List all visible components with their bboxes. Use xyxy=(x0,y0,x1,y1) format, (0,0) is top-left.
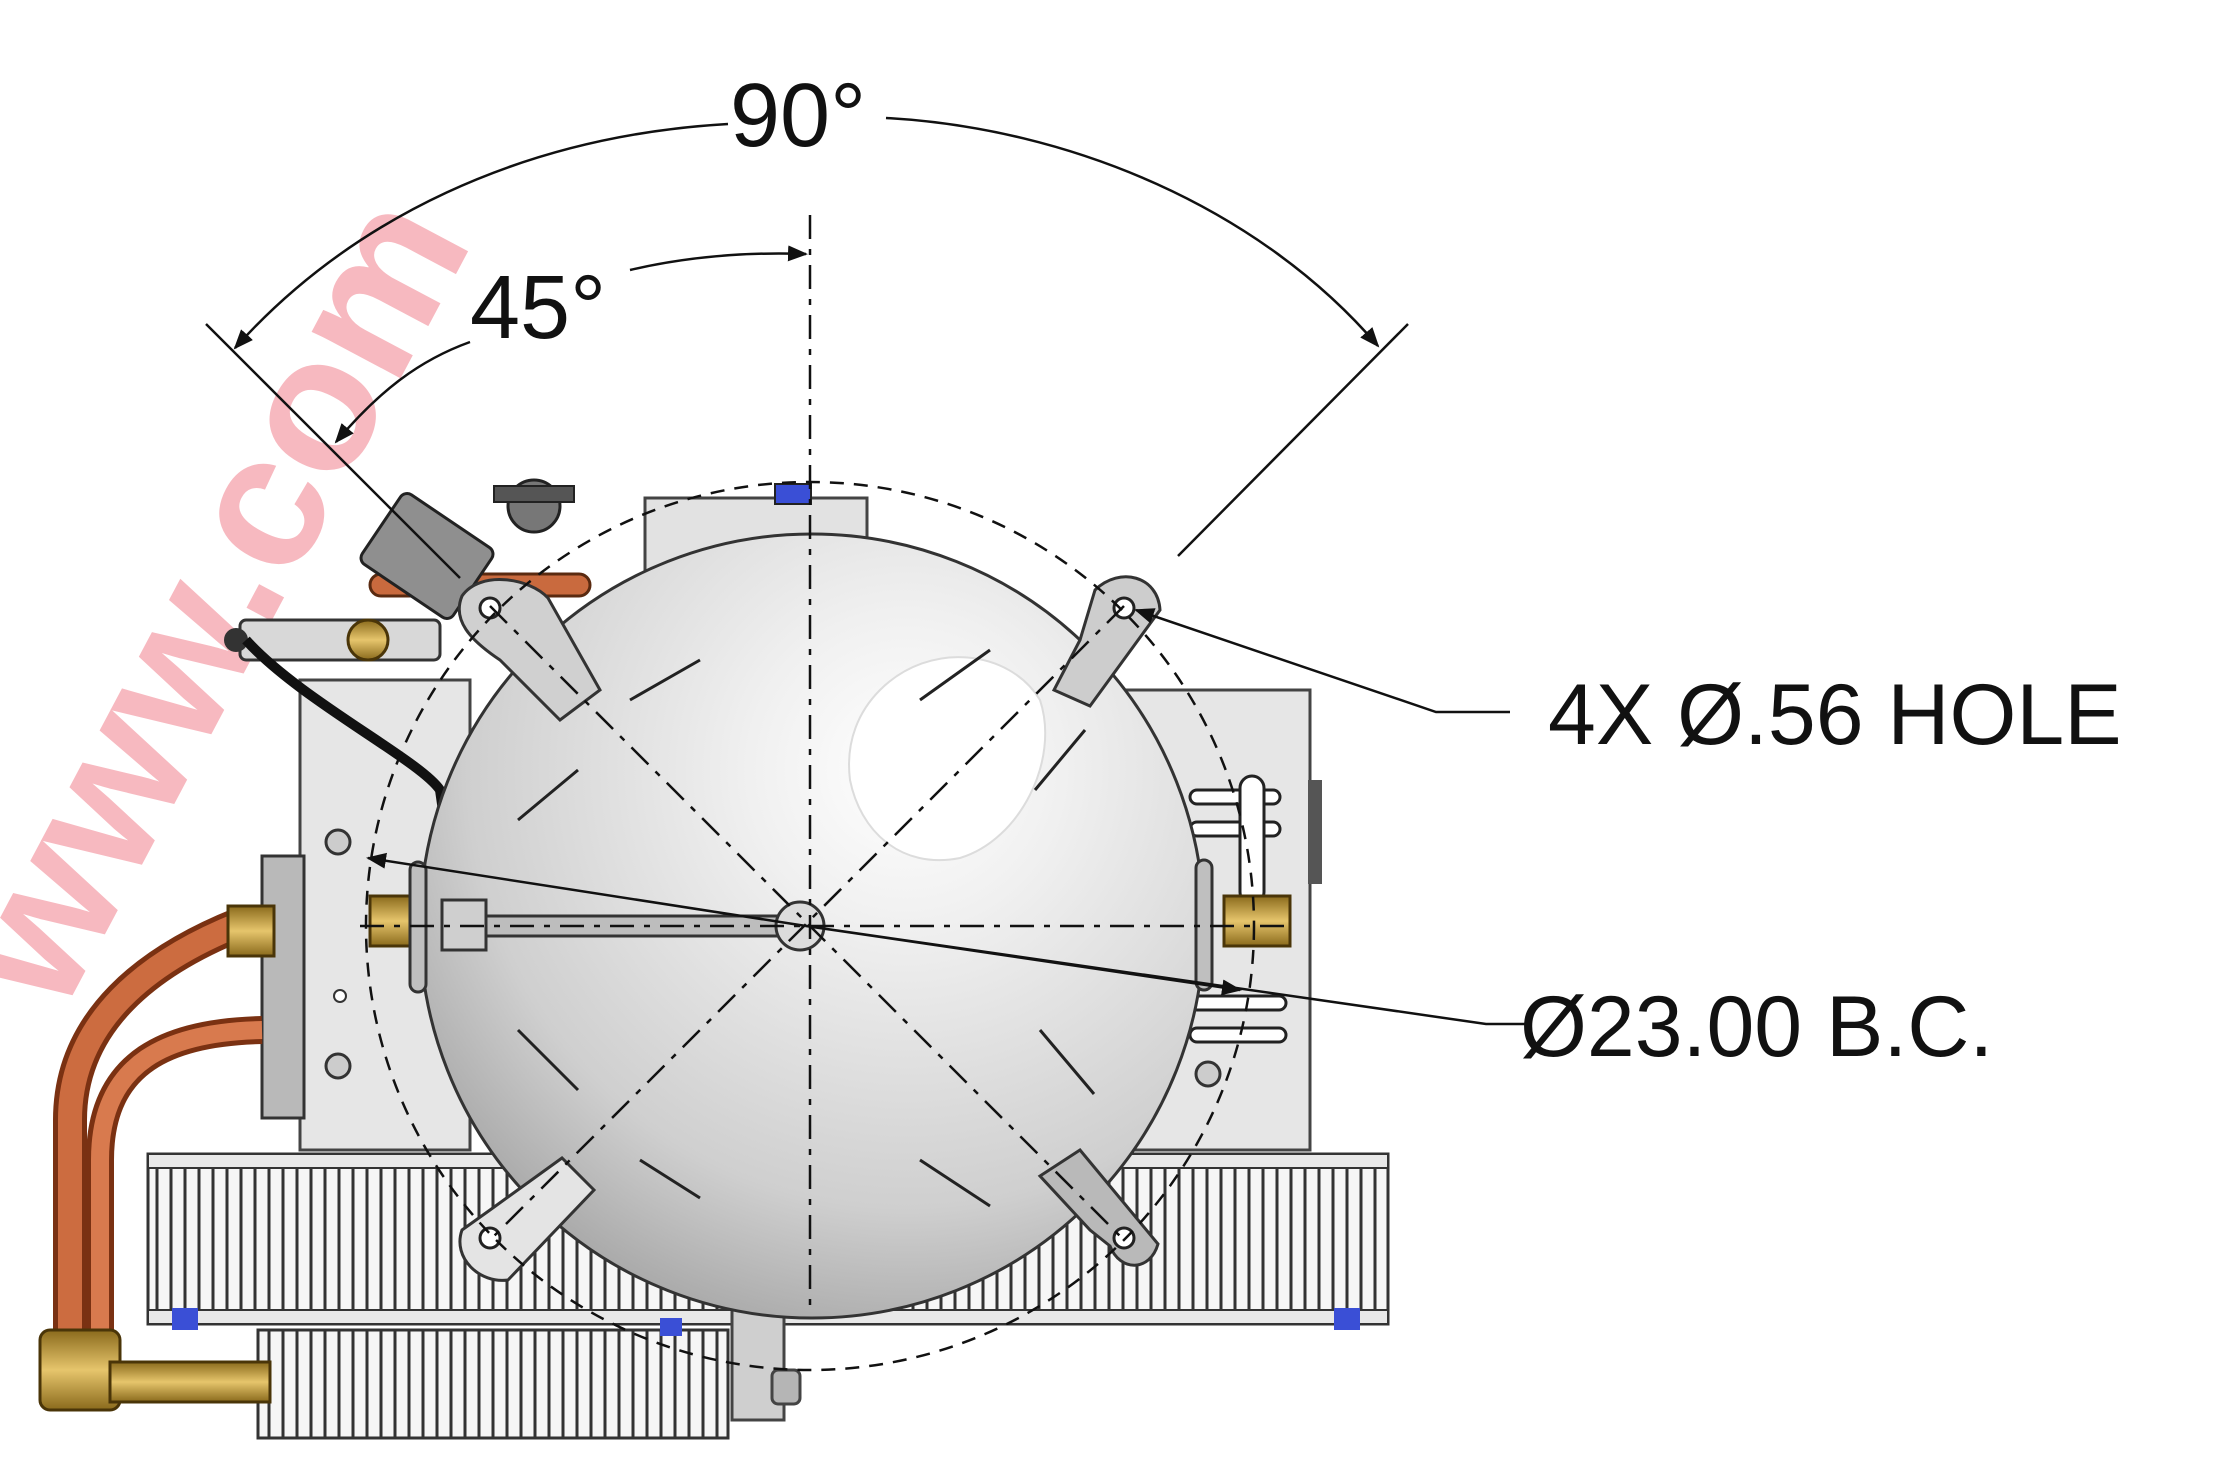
seam xyxy=(919,1158,991,1208)
manifold-cap xyxy=(224,628,248,652)
mount-hole xyxy=(1112,596,1136,620)
elbow-fitting xyxy=(38,1328,122,1412)
bolt-circle-callout: Ø23.00 B.C. xyxy=(1520,979,1993,1075)
angle-90-label: 90° xyxy=(730,66,866,166)
copper-pipe-inner-fill xyxy=(91,1021,263,1330)
mount-hole xyxy=(478,1226,502,1250)
seam xyxy=(1038,1029,1096,1095)
angle-dimensions xyxy=(205,116,1530,1026)
tank-highlight xyxy=(848,656,1047,861)
dim-arc-45-left xyxy=(334,340,471,444)
dim-arc-45-right xyxy=(629,245,808,272)
leader-bolt-circle-right xyxy=(805,924,1530,1026)
slot xyxy=(1188,994,1288,1012)
brass-pipe-horizontal xyxy=(108,1360,272,1404)
right-side-tab xyxy=(1308,780,1322,884)
manifold-body xyxy=(238,618,442,662)
dim-arc-90-right xyxy=(885,116,1380,348)
seam xyxy=(639,1158,701,1200)
mounting-leg-bottom-left xyxy=(458,1156,597,1282)
manifold-port xyxy=(346,618,390,662)
brass-nut-right xyxy=(1222,894,1292,948)
copper-pipe-outer-fill xyxy=(58,912,245,1340)
gauge-face xyxy=(493,485,575,503)
seam xyxy=(629,658,701,702)
bolt xyxy=(1194,1060,1222,1088)
extension-line-left xyxy=(205,323,461,579)
holes-callout: 4X Ø.56 HOLE xyxy=(1548,667,2122,763)
hose xyxy=(242,636,455,861)
dimension-text: 90° 45° 4X Ø.56 HOLE Ø23.00 B.C. xyxy=(470,66,2122,1075)
angle-45-label: 45° xyxy=(470,258,606,358)
lower-grille xyxy=(256,1328,730,1440)
seam xyxy=(517,768,579,822)
slot xyxy=(1188,820,1282,838)
slot xyxy=(1188,788,1282,806)
mount-hole xyxy=(1112,1226,1136,1250)
dim-arc-90-left xyxy=(233,122,729,350)
coil-stack xyxy=(260,854,306,1120)
mount-hole xyxy=(478,596,502,620)
leader-bolt-circle-left xyxy=(366,852,807,928)
drain-cap xyxy=(770,1368,802,1406)
slot xyxy=(1188,1026,1288,1044)
grille-foot-right xyxy=(1334,1308,1360,1330)
seam xyxy=(1033,729,1087,791)
grille-foot-left xyxy=(172,1308,198,1330)
brass-nut-left xyxy=(226,904,276,958)
bolt xyxy=(333,989,347,1003)
seam xyxy=(516,1028,580,1092)
bolt xyxy=(324,1052,352,1080)
seam xyxy=(919,648,991,702)
bolt xyxy=(324,828,352,856)
leader-holes xyxy=(1134,608,1510,714)
extension-line-right xyxy=(1177,323,1409,557)
construction-lines xyxy=(360,215,1290,1372)
grille-foot-mid xyxy=(660,1318,682,1336)
copper-plumbing xyxy=(38,572,1292,1412)
top-blue-cap xyxy=(774,483,812,505)
